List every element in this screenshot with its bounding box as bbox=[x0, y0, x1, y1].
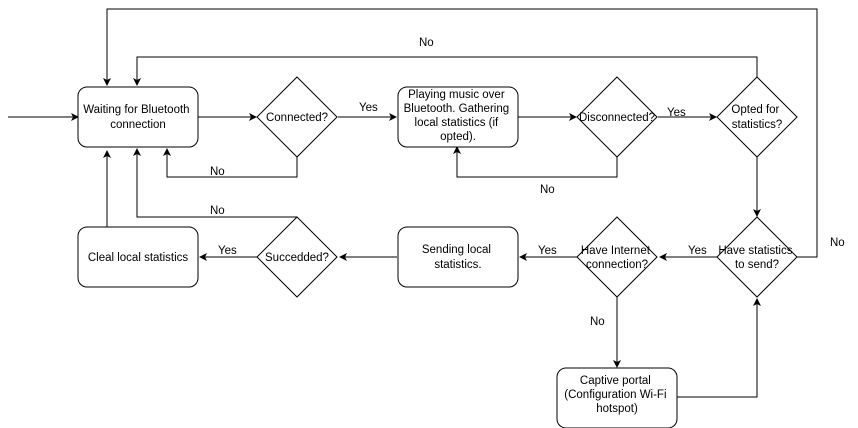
nodes bbox=[77, 76, 798, 428]
node-disconnected bbox=[576, 76, 658, 158]
disconnected-label: Disconnected? bbox=[579, 112, 655, 124]
have-internet-label: Have Internet connection? bbox=[581, 245, 653, 271]
edge-labels: Yes No Yes No No No Yes Yes No Yes No bbox=[210, 37, 845, 328]
label-disconnected-yes: Yes bbox=[667, 107, 686, 119]
have-stats-label: Have statistics to send? bbox=[718, 245, 795, 271]
label-succeeded-yes: Yes bbox=[218, 245, 237, 257]
captive-label: Captive portal (Configuration Wi-Fi hots… bbox=[564, 375, 669, 415]
waiting-label: Waiting for Bluetooth connection bbox=[83, 104, 193, 131]
node-connected bbox=[256, 76, 338, 158]
edge-havestats-no bbox=[103, 8, 818, 258]
label-connected-no: No bbox=[210, 166, 225, 178]
label-succeeded-no: No bbox=[210, 205, 225, 217]
label-opted-no: No bbox=[419, 37, 434, 49]
node-waiting bbox=[77, 86, 199, 148]
succeeded-label: Succedded? bbox=[265, 252, 329, 264]
edge-opted-no bbox=[133, 56, 758, 86]
node-sending bbox=[397, 226, 519, 288]
edge-captive-havestats bbox=[677, 298, 761, 398]
node-captive bbox=[556, 367, 678, 428]
label-havestats-no: No bbox=[830, 237, 845, 249]
sending-label: Sending local statistics. bbox=[422, 244, 494, 271]
connected-label: Connected? bbox=[266, 112, 328, 124]
edge-connected-no bbox=[163, 148, 298, 178]
playing-label: Playing music over Bluetooth. Gathering … bbox=[404, 89, 513, 143]
node-have-stats bbox=[716, 216, 798, 298]
node-playing bbox=[397, 86, 519, 148]
node-have-internet bbox=[576, 216, 658, 298]
edge-disconnected-no bbox=[453, 146, 618, 178]
node-opted bbox=[716, 76, 798, 158]
node-clear bbox=[77, 226, 199, 288]
label-internet-no: No bbox=[590, 316, 605, 328]
edges bbox=[8, 8, 818, 398]
node-succeeded bbox=[256, 216, 338, 298]
opted-label: Opted for statistics? bbox=[731, 104, 782, 131]
edge-succeeded-no bbox=[133, 148, 297, 218]
label-connected-yes: Yes bbox=[359, 102, 378, 114]
label-disconnected-no: No bbox=[540, 184, 555, 196]
clear-label: Cleal local statistics bbox=[88, 252, 189, 264]
node-labels: Waiting for Bluetooth connection Connect… bbox=[83, 89, 795, 415]
label-internet-yes: Yes bbox=[538, 245, 557, 257]
label-havestats-yes: Yes bbox=[688, 245, 707, 257]
